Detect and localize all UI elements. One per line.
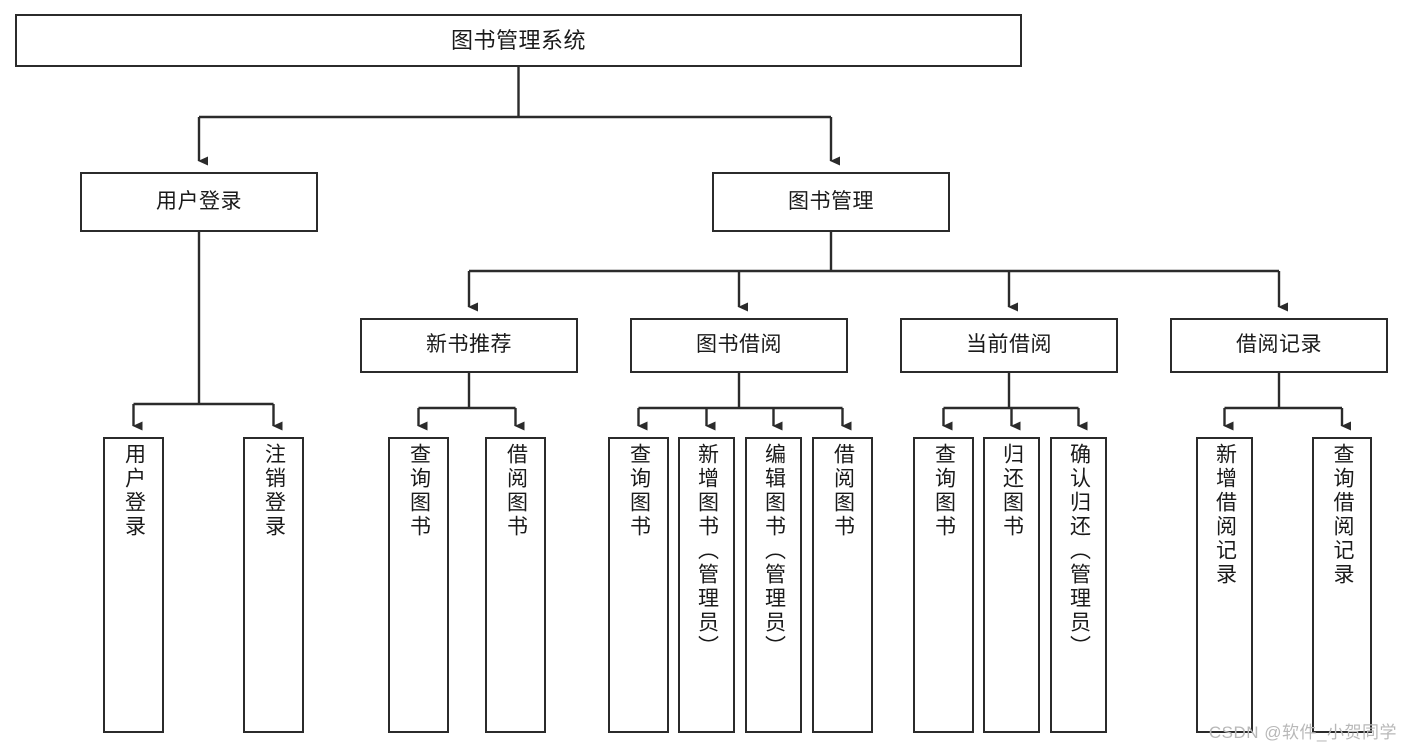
node-new-book-recommend[interactable]: 新书推荐 bbox=[360, 318, 578, 373]
node-label: 图书管理系统 bbox=[450, 27, 586, 53]
node-label: 查询图书 bbox=[627, 443, 651, 539]
node-label: 查询借阅记录 bbox=[1331, 443, 1355, 587]
node-user-login[interactable]: 用户登录 bbox=[80, 172, 318, 232]
leaf-borrow-book-recommend[interactable]: 借阅图书 bbox=[485, 437, 546, 733]
node-current-borrow[interactable]: 当前借阅 bbox=[900, 318, 1118, 373]
node-label: 借阅图书 bbox=[831, 443, 855, 539]
leaf-add-book-admin[interactable]: 新增图书（管理员） bbox=[678, 437, 735, 733]
node-label: 借阅图书 bbox=[504, 443, 528, 539]
node-label: 当前借阅 bbox=[966, 333, 1052, 357]
node-root[interactable]: 图书管理系统 bbox=[15, 14, 1022, 67]
leaf-query-book[interactable]: 查询图书 bbox=[608, 437, 669, 733]
leaf-query-book-current[interactable]: 查询图书 bbox=[913, 437, 974, 733]
node-label: 图书管理 bbox=[788, 189, 874, 213]
node-book-management[interactable]: 图书管理 bbox=[712, 172, 950, 232]
leaf-logout[interactable]: 注销登录 bbox=[243, 437, 304, 733]
node-label: 用户登录 bbox=[156, 189, 242, 213]
node-label: 编辑图书（管理员） bbox=[762, 443, 786, 659]
leaf-add-borrow-record[interactable]: 新增借阅记录 bbox=[1196, 437, 1253, 733]
node-label: 注销登录 bbox=[262, 443, 286, 539]
node-label: 用户登录 bbox=[122, 443, 146, 539]
node-book-borrow[interactable]: 图书借阅 bbox=[630, 318, 848, 373]
node-borrow-record[interactable]: 借阅记录 bbox=[1170, 318, 1388, 373]
leaf-query-borrow-record[interactable]: 查询借阅记录 bbox=[1312, 437, 1372, 733]
node-label: 确认归还（管理员） bbox=[1067, 443, 1091, 659]
node-label: 新增图书（管理员） bbox=[695, 443, 719, 659]
leaf-edit-book-admin[interactable]: 编辑图书（管理员） bbox=[745, 437, 802, 733]
leaf-user-login[interactable]: 用户登录 bbox=[103, 437, 164, 733]
node-label: 图书借阅 bbox=[696, 333, 782, 357]
leaf-borrow-book[interactable]: 借阅图书 bbox=[812, 437, 873, 733]
leaf-query-book-recommend[interactable]: 查询图书 bbox=[388, 437, 449, 733]
node-label: 新书推荐 bbox=[426, 333, 512, 357]
node-label: 查询图书 bbox=[932, 443, 956, 539]
leaf-return-book[interactable]: 归还图书 bbox=[983, 437, 1040, 733]
leaf-confirm-return-admin[interactable]: 确认归还（管理员） bbox=[1050, 437, 1107, 733]
node-label: 查询图书 bbox=[407, 443, 431, 539]
node-label: 新增借阅记录 bbox=[1213, 443, 1237, 587]
node-label: 借阅记录 bbox=[1236, 333, 1322, 357]
node-label: 归还图书 bbox=[1000, 443, 1024, 539]
